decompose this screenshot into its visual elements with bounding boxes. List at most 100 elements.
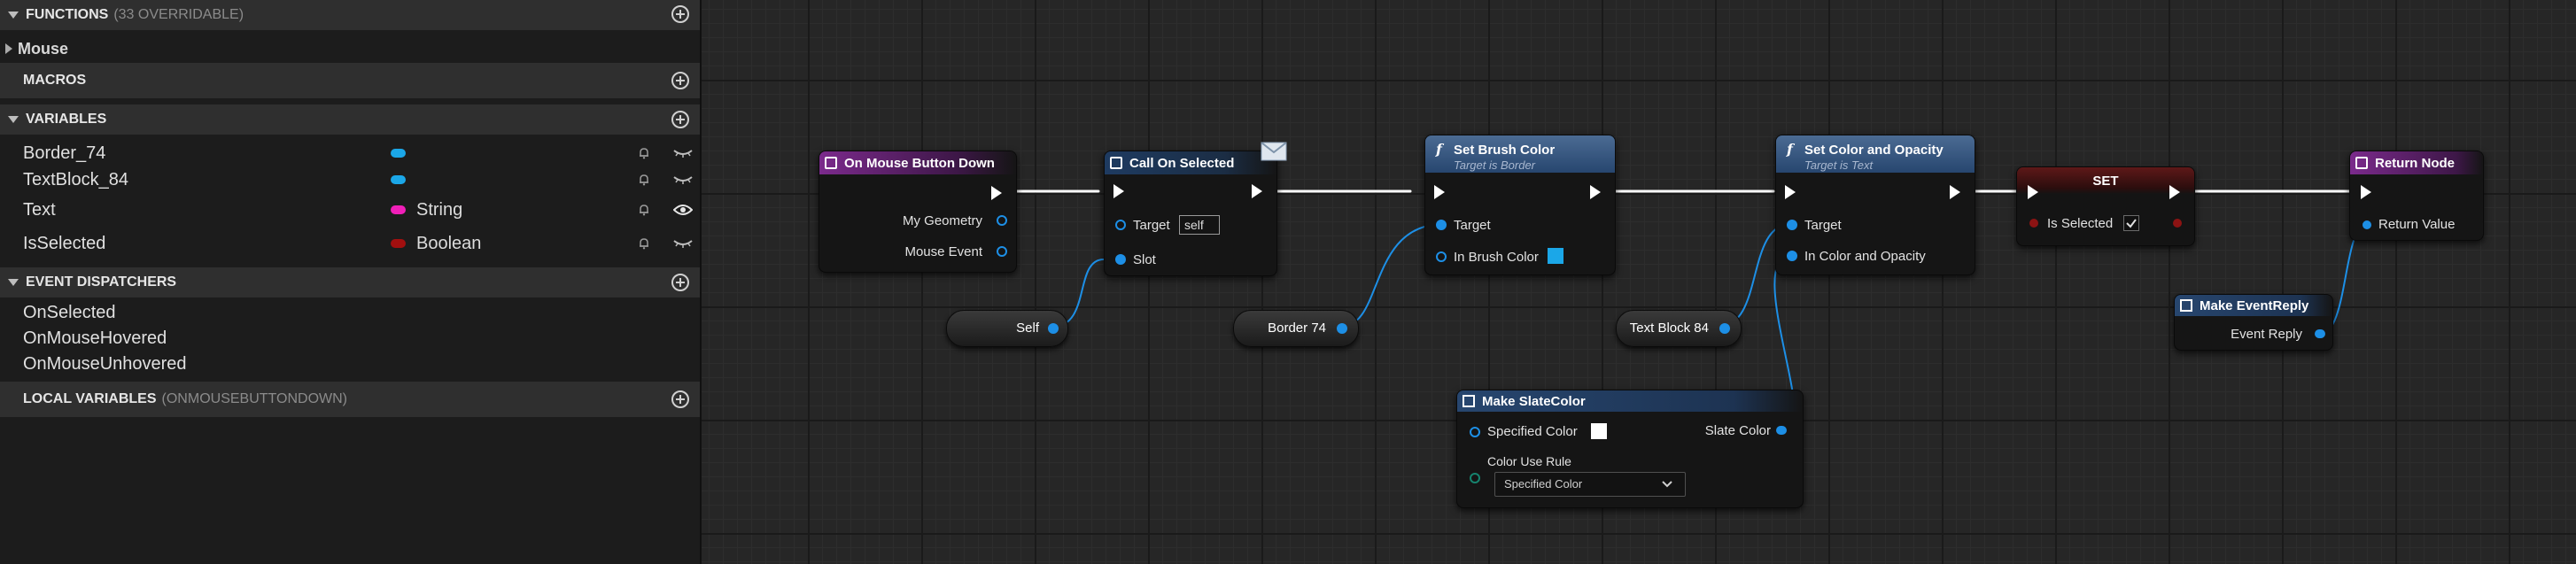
variable-row[interactable]: Text String <box>0 197 700 223</box>
mouse-event-pin[interactable] <box>997 246 1007 257</box>
textblock-84-get-node[interactable]: Text Block 84 <box>1616 310 1742 347</box>
collapse-arrow-icon[interactable] <box>8 116 19 123</box>
functions-category[interactable]: FUNCTIONS (33 OVERRIDABLE) <box>0 0 700 30</box>
variable-type-pill[interactable] <box>391 205 406 214</box>
return-node[interactable]: Return Node Return Value <box>2349 151 2484 241</box>
return-icon <box>2355 157 2368 169</box>
variable-row[interactable]: Border_74 <box>0 140 700 166</box>
make-event-reply-node[interactable]: Make EventReply Event Reply <box>2174 294 2333 351</box>
self-reference-node[interactable]: Self <box>946 310 1068 347</box>
border-out-pin[interactable] <box>1337 323 1347 334</box>
exec-in-pin[interactable] <box>2028 185 2038 199</box>
variables-category[interactable]: VARIABLES <box>0 104 700 135</box>
on-mouse-button-down-node[interactable]: On Mouse Button Down My Geometry Mouse E… <box>819 151 1017 273</box>
is-selected-out-pin[interactable] <box>2173 219 2182 228</box>
collapse-arrow-icon[interactable] <box>8 279 19 286</box>
function-icon: f <box>1787 141 1793 158</box>
target-pin[interactable] <box>1787 220 1797 230</box>
specified-color-swatch[interactable] <box>1591 423 1607 439</box>
color-use-rule-dropdown[interactable]: Specified Color <box>1494 472 1686 497</box>
slot-pin[interactable] <box>1115 254 1126 265</box>
variables-label: VARIABLES <box>26 112 107 127</box>
exec-out-pin[interactable] <box>2169 185 2180 199</box>
brush-color-pin[interactable] <box>1436 251 1447 262</box>
local-variables-scope: (ONMOUSEBUTTONDOWN) <box>161 391 347 406</box>
exec-in-pin[interactable] <box>1113 184 1124 198</box>
node-header: f Set Color and Opacity Target is Text <box>1776 135 1975 173</box>
textblock-out-pin[interactable] <box>1719 323 1730 334</box>
set-color-and-opacity-node[interactable]: f Set Color and Opacity Target is Text T… <box>1775 135 1975 275</box>
set-brush-color-node[interactable]: f Set Brush Color Target is Border Targe… <box>1424 135 1616 275</box>
eye-closed-icon[interactable] <box>673 174 693 186</box>
dispatcher-item[interactable]: OnMouseHovered <box>0 325 700 352</box>
add-variable-button[interactable] <box>671 111 689 128</box>
envelope-icon <box>1261 142 1287 161</box>
add-event-dispatcher-button[interactable] <box>671 274 689 291</box>
replication-bell-icon[interactable] <box>638 204 650 216</box>
macros-label: MACROS <box>23 73 87 88</box>
replication-bell-icon[interactable] <box>638 147 650 159</box>
target-value-field[interactable]: self <box>1179 215 1220 235</box>
add-macro-button[interactable] <box>671 72 689 89</box>
variable-type-name[interactable]: Boolean <box>416 233 482 253</box>
variable-name: Text <box>23 199 56 220</box>
exec-out-pin[interactable] <box>1950 185 1960 199</box>
event-graph-canvas[interactable]: On Mouse Button Down My Geometry Mouse E… <box>702 0 2576 564</box>
border-74-get-node[interactable]: Border 74 <box>1233 310 1359 347</box>
dispatcher-name: OnMouseHovered <box>23 328 167 348</box>
is-selected-in-pin[interactable] <box>2029 219 2038 228</box>
replication-bell-icon[interactable] <box>638 237 650 250</box>
add-function-button[interactable] <box>671 5 689 23</box>
eye-closed-icon[interactable] <box>673 237 693 250</box>
pin-label: In Brush Color <box>1454 250 1539 265</box>
color-use-rule-pin[interactable] <box>1470 473 1480 483</box>
exec-in-pin[interactable] <box>1434 185 1445 199</box>
exec-in-pin[interactable] <box>1785 185 1796 199</box>
replication-bell-icon[interactable] <box>638 174 650 186</box>
dropdown-value: Specified Color <box>1504 477 1583 491</box>
local-variables-category[interactable]: LOCAL VARIABLES (ONMOUSEBUTTONDOWN) <box>0 382 700 417</box>
dispatcher-item[interactable]: OnMouseUnhovered <box>0 351 700 377</box>
exec-out-pin[interactable] <box>1590 185 1601 199</box>
mouse-function-group[interactable]: Mouse <box>0 37 700 60</box>
pin-label: Target <box>1804 218 1842 233</box>
self-out-pin[interactable] <box>1048 323 1059 334</box>
event-dispatchers-category[interactable]: EVENT DISPATCHERS <box>0 267 700 297</box>
target-pin[interactable] <box>1115 220 1126 230</box>
make-struct-icon <box>1463 395 1475 407</box>
return-value-pin[interactable] <box>2363 220 2371 229</box>
make-slate-color-node[interactable]: Make SlateColor Specified Color Slate Co… <box>1456 390 1804 508</box>
add-local-variable-button[interactable] <box>671 390 689 408</box>
my-geometry-pin[interactable] <box>997 215 1007 226</box>
variable-type-pill[interactable] <box>391 239 406 248</box>
specified-color-pin[interactable] <box>1470 427 1480 437</box>
variable-type-pill[interactable] <box>391 175 406 184</box>
call-on-selected-node[interactable]: Call On Selected Target self Slot <box>1104 142 1287 276</box>
variable-row[interactable]: IsSelected Boolean <box>0 230 700 257</box>
event-reply-pin[interactable] <box>2315 329 2325 338</box>
node-label: Text Block 84 <box>1629 321 1709 336</box>
pin-label: Target <box>1454 218 1491 233</box>
variable-type-name[interactable]: String <box>416 199 463 220</box>
variable-type-pill[interactable] <box>391 149 406 158</box>
exec-out-pin[interactable] <box>991 186 1002 200</box>
eye-closed-icon[interactable] <box>673 147 693 159</box>
collapse-arrow-icon[interactable] <box>8 12 19 19</box>
variable-row[interactable]: TextBlock_84 <box>0 166 700 193</box>
target-pin[interactable] <box>1436 220 1447 230</box>
slate-color-out-pin[interactable] <box>1776 426 1787 435</box>
brush-color-swatch[interactable] <box>1548 248 1563 264</box>
eye-open-icon[interactable] <box>673 204 693 216</box>
set-is-selected-node[interactable]: SET Is Selected <box>2016 166 2195 246</box>
pin-label: Mouse Event <box>904 244 982 259</box>
macros-category[interactable]: MACROS <box>0 63 700 98</box>
exec-out-pin[interactable] <box>1252 184 1262 198</box>
event-icon <box>825 157 837 169</box>
exec-in-pin[interactable] <box>2361 185 2371 199</box>
is-selected-checkbox[interactable] <box>2123 215 2139 231</box>
pin-label: Specified Color <box>1487 424 1578 439</box>
expand-arrow-icon[interactable] <box>5 43 12 54</box>
variable-name: IsSelected <box>23 233 106 253</box>
color-opacity-pin[interactable] <box>1787 251 1797 261</box>
dispatcher-item[interactable]: OnSelected <box>0 299 700 326</box>
